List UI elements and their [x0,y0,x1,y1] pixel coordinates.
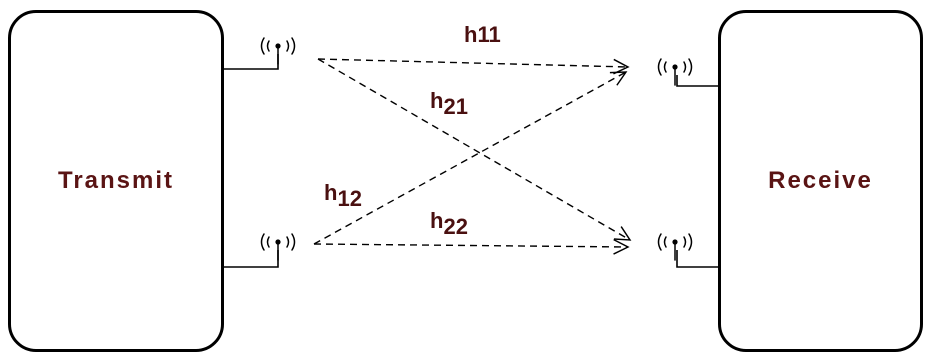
antenna-icon [260,37,296,65]
receiver-box: Receive [718,10,923,352]
channel-symbol: h [430,88,444,113]
channel-symbol: h [430,208,444,233]
antenna-icon [260,233,296,261]
channel-label-h11: h11 [464,24,501,46]
antenna-icon [657,233,693,261]
transmitter-label: Transmit [57,167,175,194]
channel-symbol: h11 [464,22,501,47]
channel-label-h21: h21 [430,88,468,118]
path-h11 [317,58,630,75]
channel-label-h22: h22 [430,208,468,238]
rx1-feed-wire [676,75,718,87]
receiver-label: Receive [768,167,873,194]
rx2-feed-wire [676,250,718,268]
antenna-icon [657,58,693,86]
channel-subscript: 22 [443,214,468,239]
path-h21 [317,58,632,241]
channel-label-h12: h12 [324,180,362,210]
transmitter-box: Transmit [8,10,224,352]
channel-subscript: 12 [337,186,362,211]
channel-symbol: h [324,180,338,205]
path-h22 [313,239,630,255]
path-h12 [313,71,628,245]
channel-subscript: 21 [443,94,468,119]
